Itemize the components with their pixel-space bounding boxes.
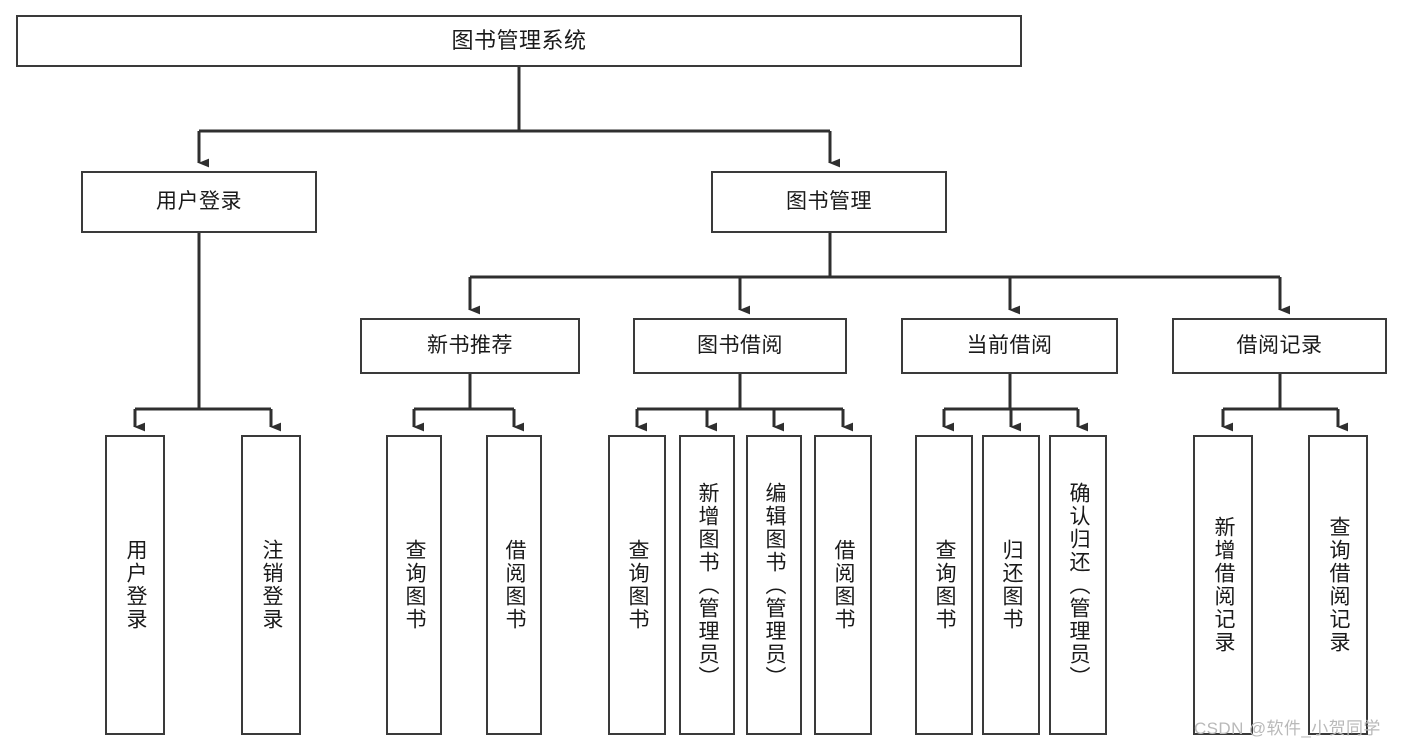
node-leaf-query-book-1[interactable]: 查询图书	[386, 435, 442, 735]
node-leaf-borrow-book-2-label: 借阅图书	[832, 539, 856, 631]
node-leaf-user-login[interactable]: 用户登录	[105, 435, 165, 735]
node-current-borrow-label: 当前借阅	[966, 334, 1053, 358]
node-leaf-query-book-2[interactable]: 查询图书	[608, 435, 666, 735]
node-leaf-borrow-book-1[interactable]: 借阅图书	[486, 435, 542, 735]
node-new-book-recommend[interactable]: 新书推荐	[360, 318, 580, 374]
node-book-management[interactable]: 图书管理	[711, 171, 947, 233]
node-leaf-confirm-return-label: 确认归还（管理员）	[1067, 481, 1091, 689]
node-leaf-return-book[interactable]: 归还图书	[982, 435, 1040, 735]
node-leaf-add-record-label: 新增借阅记录	[1212, 516, 1236, 654]
node-leaf-borrow-book-2[interactable]: 借阅图书	[814, 435, 872, 735]
node-book-management-label: 图书管理	[786, 190, 872, 214]
node-leaf-return-book-label: 归还图书	[1000, 539, 1024, 631]
node-leaf-logout-label: 注销登录	[260, 539, 284, 631]
node-leaf-query-book-2-label: 查询图书	[626, 539, 650, 631]
node-leaf-query-book-3-label: 查询图书	[933, 539, 957, 631]
node-leaf-edit-book[interactable]: 编辑图书（管理员）	[746, 435, 802, 735]
node-root-system[interactable]: 图书管理系统	[16, 15, 1022, 67]
node-current-borrow[interactable]: 当前借阅	[901, 318, 1118, 374]
node-leaf-edit-book-label: 编辑图书（管理员）	[763, 481, 787, 689]
node-book-borrow-label: 图书借阅	[697, 334, 783, 358]
node-leaf-confirm-return[interactable]: 确认归还（管理员）	[1049, 435, 1107, 735]
node-leaf-add-book-label: 新增图书（管理员）	[696, 481, 720, 689]
node-leaf-add-book[interactable]: 新增图书（管理员）	[679, 435, 735, 735]
node-leaf-query-record-label: 查询借阅记录	[1327, 516, 1351, 654]
node-leaf-query-record[interactable]: 查询借阅记录	[1308, 435, 1368, 735]
node-leaf-query-book-1-label: 查询图书	[403, 539, 427, 631]
node-borrow-record[interactable]: 借阅记录	[1172, 318, 1387, 374]
node-leaf-borrow-book-1-label: 借阅图书	[503, 539, 527, 631]
node-user-login-label: 用户登录	[156, 190, 242, 214]
node-leaf-logout[interactable]: 注销登录	[241, 435, 301, 735]
csdn-watermark: CSDN @软件_小贺同学	[1194, 719, 1381, 738]
node-leaf-add-record[interactable]: 新增借阅记录	[1193, 435, 1253, 735]
node-root-system-label: 图书管理系统	[451, 27, 587, 53]
node-leaf-user-login-label: 用户登录	[124, 539, 148, 631]
node-new-book-recommend-label: 新书推荐	[427, 334, 513, 358]
node-user-login[interactable]: 用户登录	[81, 171, 317, 233]
node-leaf-query-book-3[interactable]: 查询图书	[915, 435, 973, 735]
node-book-borrow[interactable]: 图书借阅	[633, 318, 847, 374]
node-borrow-record-label: 借阅记录	[1236, 334, 1323, 358]
